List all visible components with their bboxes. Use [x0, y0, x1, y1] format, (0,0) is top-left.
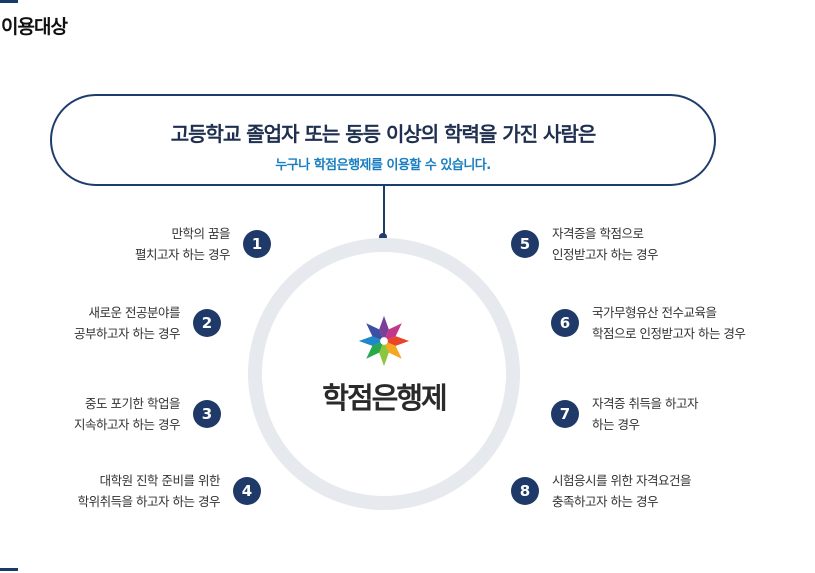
- case-6-line1: 국가무형유산 전수교육을: [592, 305, 717, 320]
- case-1-line2: 펼치고자 하는 경우: [135, 247, 230, 262]
- center-circle: [262, 252, 506, 496]
- case-item-6: 6 국가무형유산 전수교육을 학점으로 인정받고자 하는 경우: [551, 302, 746, 344]
- case-item-2: 새로운 전공분야를 공부하고자 하는 경우 2: [74, 302, 221, 344]
- case-item-8: 8 시험응시를 위한 자격요건을 충족하고자 하는 경우: [511, 470, 691, 512]
- case-item-1: 만학의 꿈을 펼치고자 하는 경우 1: [135, 223, 271, 265]
- case-5-line1: 자격증을 학점으로: [552, 226, 644, 241]
- case-6-line2: 학점으로 인정받고자 하는 경우: [592, 326, 746, 341]
- eligibility-sub-text: 누구나 학점은행제를 이용할 수 있습니다.: [275, 158, 491, 173]
- flower-logo-icon: [358, 315, 410, 367]
- case-item-3: 중도 포기한 학업을 지속하고자 하는 경우 3: [74, 393, 221, 435]
- section-accent-bar: [0, 0, 18, 3]
- next-section-accent-bar: [0, 568, 18, 571]
- case-7-line1: 자격증 취득을 하고자: [592, 396, 698, 411]
- connector-line: [383, 186, 385, 238]
- eligibility-banner: 고등학교 졸업자 또는 동등 이상의 학력을 가진 사람은 누구나 학점은행제를…: [50, 94, 716, 186]
- eligibility-main-text: 고등학교 졸업자 또는 동등 이상의 학력을 가진 사람은: [170, 122, 597, 146]
- case-4-number-badge: 4: [233, 477, 261, 505]
- case-6-number-badge: 6: [551, 309, 579, 337]
- case-4-line1: 대학원 진학 준비를 위한: [99, 473, 221, 488]
- case-3-line2: 지속하고자 하는 경우: [74, 417, 180, 432]
- case-4-line2: 학위취득을 하고자 하는 경우: [77, 494, 221, 509]
- case-2-number-badge: 2: [193, 309, 221, 337]
- case-3-line1: 중도 포기한 학업을: [85, 396, 180, 411]
- case-7-number-badge: 7: [551, 400, 579, 428]
- case-7-line2: 하는 경우: [592, 417, 640, 432]
- case-5-line2: 인정받고자 하는 경우: [552, 247, 658, 262]
- case-8-line1: 시험응시를 위한 자격요건을: [552, 473, 691, 488]
- case-1-line1: 만학의 꿈을: [171, 226, 231, 241]
- case-2-line1: 새로운 전공분야를: [88, 305, 181, 320]
- case-5-number-badge: 5: [511, 230, 539, 258]
- brand-name: 학점은행제: [322, 381, 447, 415]
- case-1-number-badge: 1: [243, 230, 271, 258]
- case-item-4: 대학원 진학 준비를 위한 학위취득을 하고자 하는 경우 4: [78, 470, 261, 512]
- section-title: 이용대상: [1, 16, 68, 38]
- case-2-line2: 공부하고자 하는 경우: [74, 326, 180, 341]
- case-item-7: 7 자격증 취득을 하고자 하는 경우: [551, 393, 698, 435]
- case-3-number-badge: 3: [193, 400, 221, 428]
- case-8-line2: 충족하고자 하는 경우: [552, 494, 658, 509]
- case-8-number-badge: 8: [511, 477, 539, 505]
- connector-dot: [379, 233, 387, 241]
- case-item-5: 5 자격증을 학점으로 인정받고자 하는 경우: [511, 223, 658, 265]
